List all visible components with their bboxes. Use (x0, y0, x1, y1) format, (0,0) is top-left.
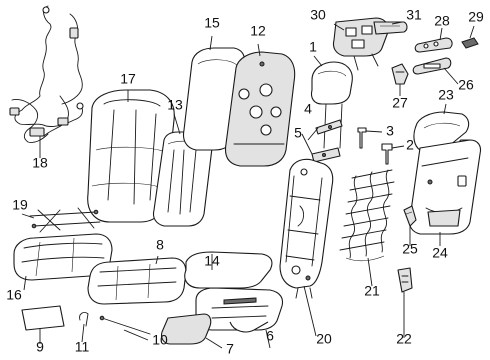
callout-31: 31 (406, 7, 422, 23)
part-wiring-harness (9, 5, 84, 143)
callout-28: 28 (434, 13, 450, 29)
part-latch-bracket (397, 267, 413, 293)
part-switch-bezel (414, 37, 479, 53)
leader-lines (21, 21, 475, 349)
callout-16: 16 (6, 287, 22, 303)
callout-6: 6 (266, 328, 274, 344)
part-hook-clip (79, 311, 89, 327)
part-seat-cushion-pad (87, 257, 187, 305)
callout-18: 18 (32, 155, 48, 171)
callout-30: 30 (310, 7, 326, 23)
part-seatback-frame (279, 158, 334, 299)
callout-labels: 1 2 3 4 5 6 7 8 9 10 11 12 13 14 15 16 1… (6, 7, 484, 357)
callout-2: 2 (406, 137, 414, 153)
part-side-trim (332, 17, 408, 71)
part-suspension-mat (339, 169, 395, 262)
callout-5: 5 (294, 125, 302, 141)
part-rod (99, 315, 151, 335)
callout-17: 17 (120, 71, 136, 87)
part-heater-element (29, 207, 101, 233)
callout-7: 7 (226, 341, 234, 357)
callout-26: 26 (458, 77, 474, 93)
part-front-trim (160, 313, 212, 345)
callout-8: 8 (156, 237, 164, 253)
callout-13: 13 (167, 97, 183, 113)
callout-14: 14 (204, 253, 220, 269)
part-seat-base (195, 287, 284, 333)
part-trim-clip (403, 205, 417, 227)
part-rear-shell (224, 51, 296, 167)
part-rear-housing (408, 139, 482, 235)
callout-25: 25 (402, 241, 418, 257)
part-pad-sheet (21, 305, 65, 331)
callout-9: 9 (36, 339, 44, 355)
callout-19: 19 (12, 197, 28, 213)
callout-3: 3 (386, 123, 394, 139)
part-backrest-pad (152, 131, 214, 227)
callout-29: 29 (468, 9, 484, 25)
part-control-switches (391, 57, 452, 85)
callout-15: 15 (204, 15, 220, 31)
callout-21: 21 (364, 283, 380, 299)
callout-10: 10 (152, 332, 168, 348)
callout-11: 11 (75, 339, 90, 355)
part-small-hardware (311, 119, 393, 165)
callout-24: 24 (432, 245, 448, 261)
callout-12: 12 (250, 23, 266, 39)
callout-22: 22 (396, 331, 412, 347)
part-seat-top-pad (184, 251, 273, 289)
callout-4: 4 (304, 101, 312, 117)
part-headrest (310, 61, 353, 149)
callout-23: 23 (438, 87, 454, 103)
callout-1: 1 (309, 39, 317, 55)
callout-20: 20 (316, 331, 332, 347)
callout-27: 27 (392, 95, 408, 111)
